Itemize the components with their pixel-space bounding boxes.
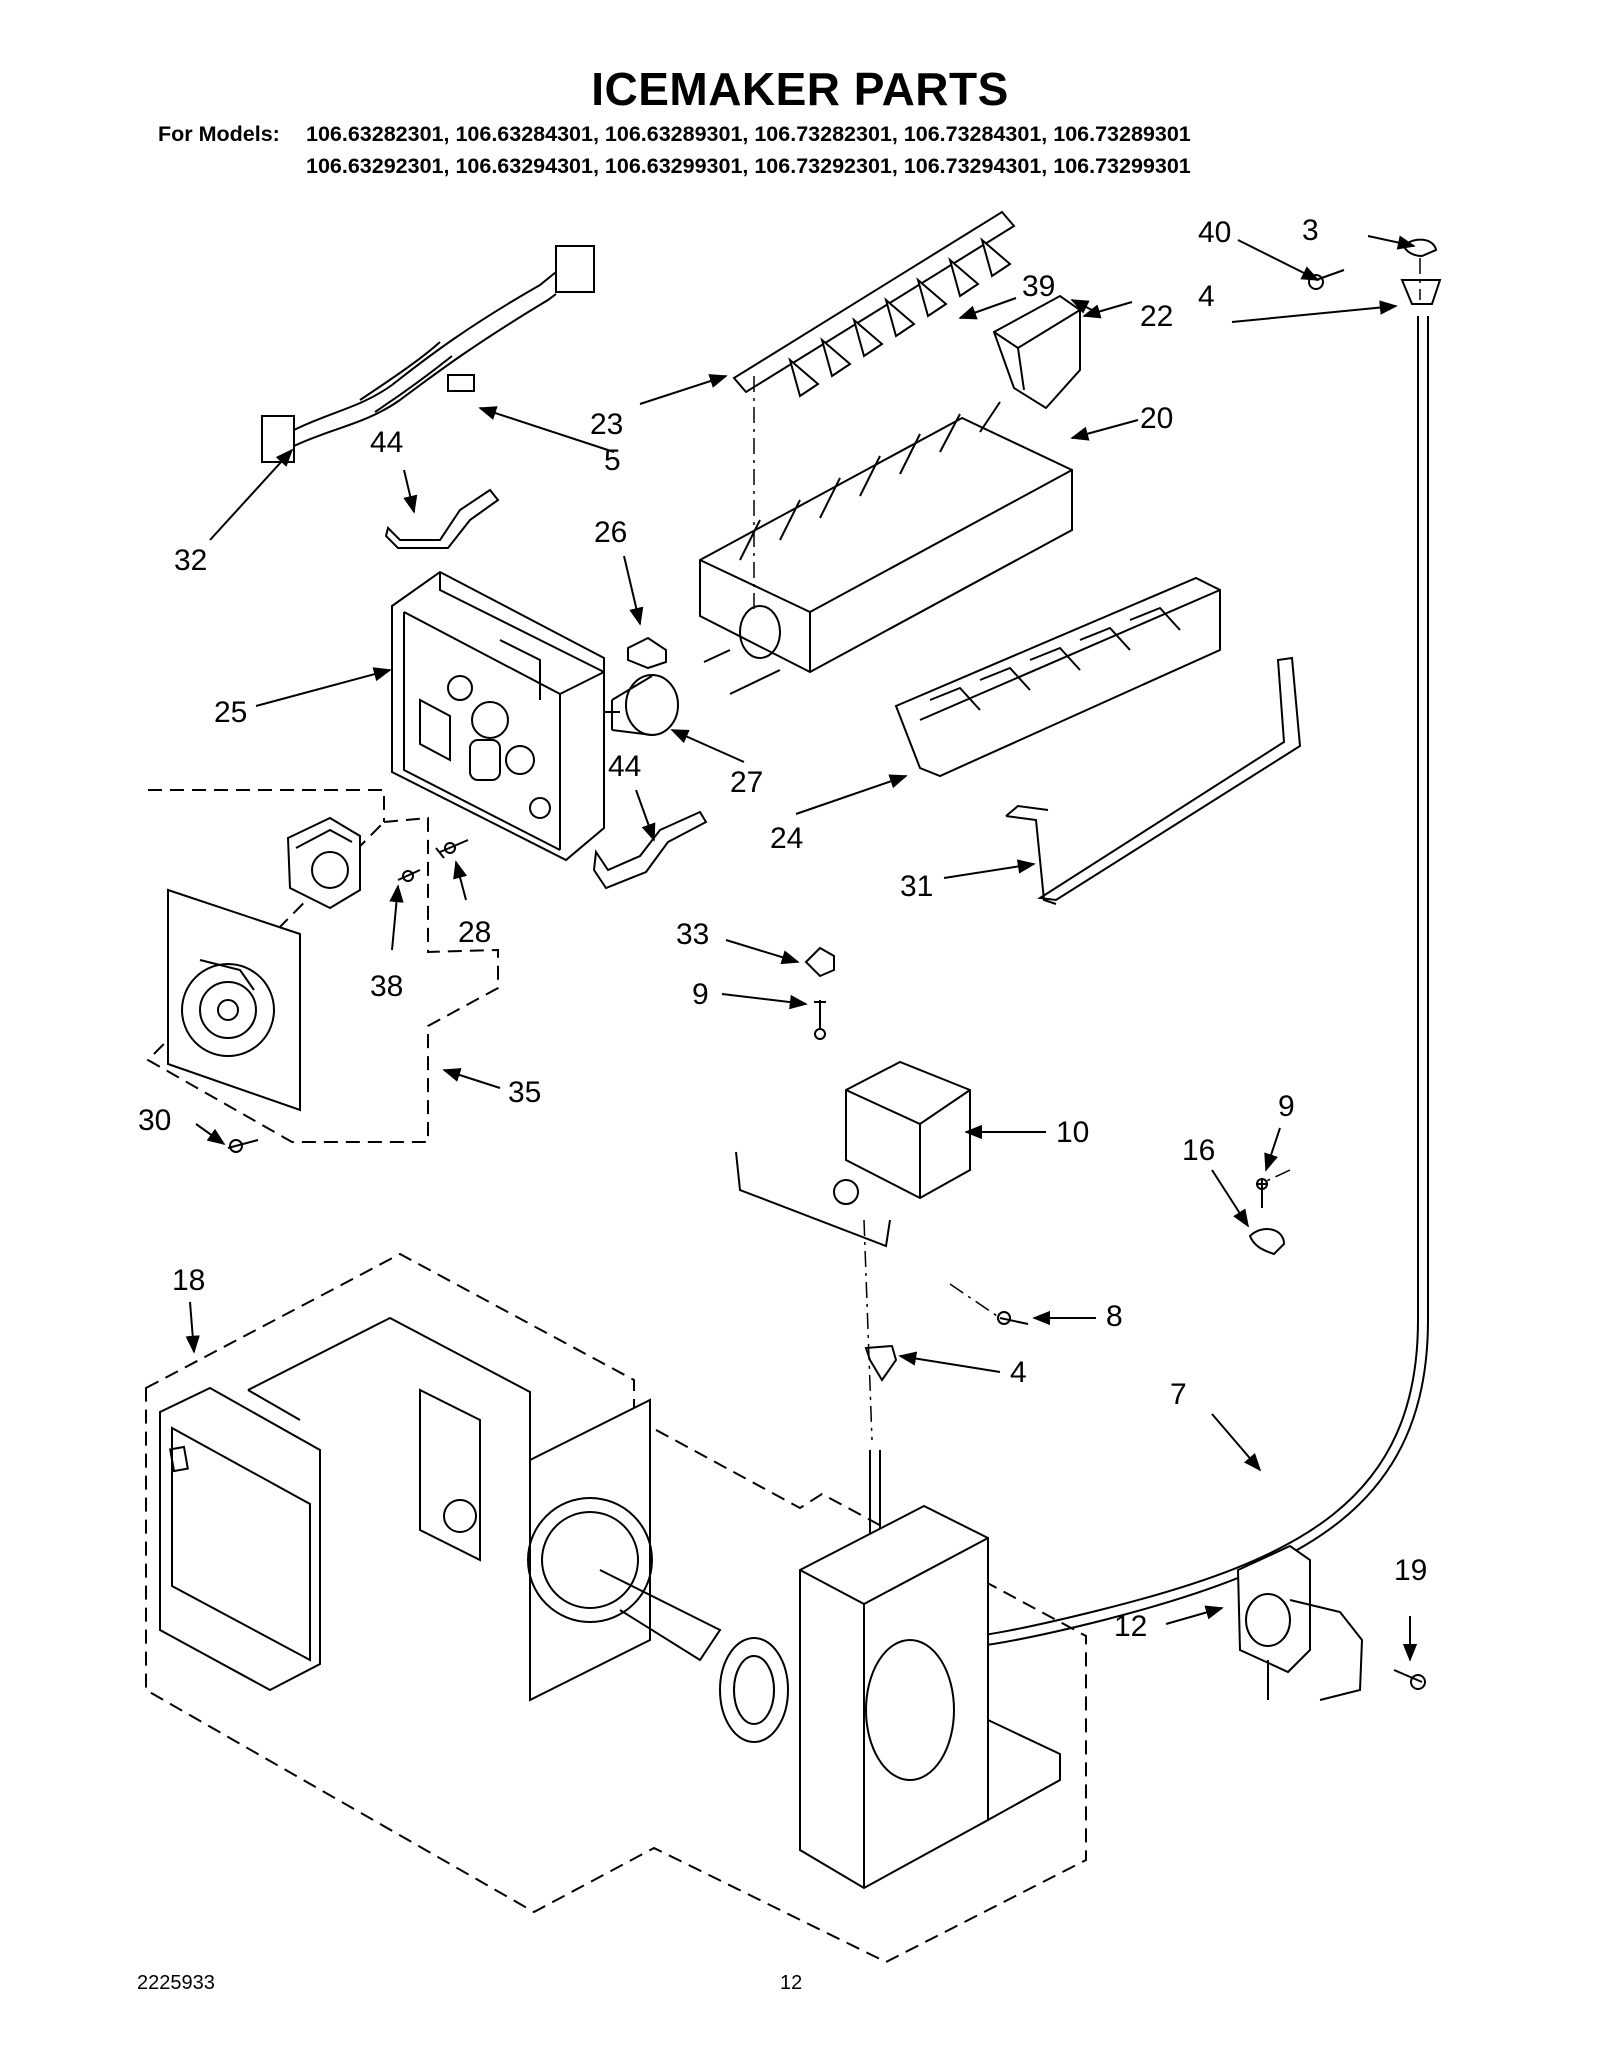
evaporator-cover bbox=[799, 1504, 1061, 1890]
ice-mold-part-20 bbox=[699, 401, 1073, 695]
water-inlet-fitting-part-4-lower bbox=[864, 1344, 898, 1382]
callout-labels: 3 40 4 39 22 20 23 5 44 32 26 25 27 44 2… bbox=[138, 214, 1427, 1643]
callout-4-lower: 4 bbox=[1010, 1356, 1027, 1389]
screw-part-28 bbox=[435, 839, 469, 859]
callout-23: 23 bbox=[590, 408, 623, 441]
water-fitting-part-4-upper bbox=[1400, 279, 1442, 305]
housing-boundary-part-18 bbox=[145, 1252, 1087, 1964]
motor-part-38 bbox=[286, 816, 361, 910]
spring-clip-part-44-upper bbox=[384, 488, 500, 549]
fan-housing-part-18 bbox=[159, 1316, 722, 1702]
screw-part-9-lower bbox=[1256, 1178, 1268, 1208]
models-label: For Models: bbox=[158, 122, 280, 146]
callout-30: 30 bbox=[138, 1104, 171, 1137]
callout-10: 10 bbox=[1056, 1116, 1089, 1149]
callout-40: 40 bbox=[1198, 216, 1231, 249]
models-line-1: 106.63282301, 106.63284301, 106.63289301… bbox=[306, 122, 1191, 146]
control-module-housing-part-25 bbox=[391, 570, 605, 862]
callout-3: 3 bbox=[1302, 214, 1319, 247]
callout-44-upper: 44 bbox=[370, 426, 403, 459]
models-line-2: 106.63292301, 106.63294301, 106.63299301… bbox=[306, 154, 1191, 178]
callout-33: 33 bbox=[676, 918, 709, 951]
gear-plate-part-35 bbox=[167, 888, 301, 1112]
fan-blade bbox=[719, 1637, 789, 1743]
assembly-boundary-part-35 bbox=[146, 789, 499, 1143]
callout-12: 12 bbox=[1114, 1610, 1147, 1643]
callout-leaders bbox=[185, 235, 1418, 1662]
callout-16: 16 bbox=[1182, 1134, 1215, 1167]
callout-5: 5 bbox=[604, 444, 621, 477]
inlet-valve-part-12 bbox=[1236, 1544, 1364, 1701]
callout-7: 7 bbox=[1170, 1378, 1187, 1411]
screw-part-30 bbox=[227, 1139, 259, 1153]
callout-44-lower: 44 bbox=[608, 750, 641, 783]
callout-38: 38 bbox=[370, 970, 403, 1003]
page-title: ICEMAKER PARTS bbox=[591, 63, 1009, 115]
callout-32: 32 bbox=[174, 544, 207, 577]
screw-part-8 bbox=[997, 1311, 1029, 1325]
thermostat-clip-part-26 bbox=[627, 636, 667, 670]
fill-cup-part-22 bbox=[992, 294, 1081, 410]
clamp-part-16 bbox=[1248, 1228, 1286, 1256]
callout-35: 35 bbox=[508, 1076, 541, 1109]
spring-clip-part-44-lower bbox=[592, 810, 708, 890]
screw-part-9-upper bbox=[814, 1000, 826, 1040]
page-number: 12 bbox=[780, 1972, 803, 1994]
callout-24: 24 bbox=[770, 822, 803, 855]
callout-9-lower: 9 bbox=[1278, 1090, 1295, 1123]
callout-18: 18 bbox=[172, 1264, 205, 1297]
bracket-part-33 bbox=[804, 946, 835, 978]
callout-8: 8 bbox=[1106, 1300, 1123, 1333]
ejector-part-23 bbox=[732, 210, 1016, 398]
screw-part-40 bbox=[1308, 269, 1345, 290]
callout-20: 20 bbox=[1140, 402, 1173, 435]
document-number: 2225933 bbox=[137, 1972, 215, 1994]
callout-31: 31 bbox=[900, 870, 933, 903]
tube-clip-part-3 bbox=[1402, 238, 1438, 258]
screw-part-19 bbox=[1393, 1669, 1426, 1690]
alignment-lines bbox=[753, 258, 1421, 1441]
callout-22: 22 bbox=[1140, 300, 1173, 333]
callout-39: 39 bbox=[1022, 270, 1055, 303]
callout-4-upper: 4 bbox=[1198, 280, 1215, 313]
callout-27: 27 bbox=[730, 766, 763, 799]
shut-off-arm-part-31 bbox=[1005, 656, 1302, 905]
callout-9-upper: 9 bbox=[692, 978, 709, 1011]
stripper-part-24 bbox=[894, 576, 1221, 778]
thermostat-part-27 bbox=[604, 674, 679, 736]
callout-19: 19 bbox=[1394, 1554, 1427, 1587]
callout-26: 26 bbox=[594, 516, 627, 549]
callout-25: 25 bbox=[214, 696, 247, 729]
screw-part-38 bbox=[397, 869, 421, 882]
callout-28: 28 bbox=[458, 916, 491, 949]
water-valve-part-10 bbox=[735, 1060, 971, 1248]
